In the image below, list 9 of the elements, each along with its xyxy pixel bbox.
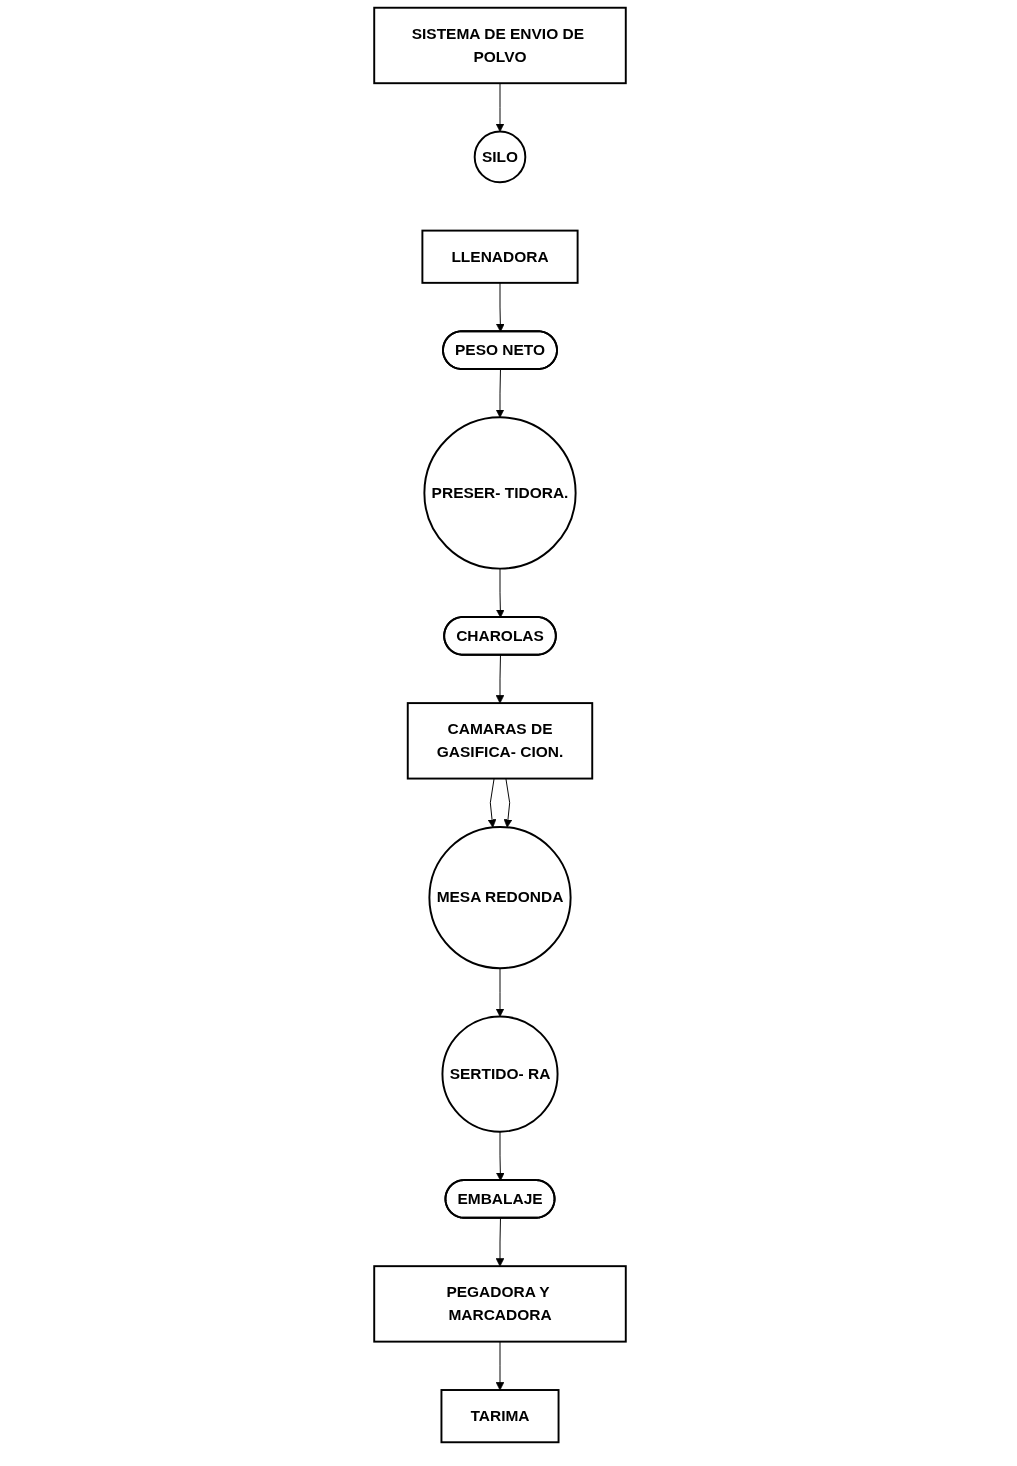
node-circle: PRESER- TIDORA. xyxy=(423,416,577,570)
node-box: SISTEMA DE ENVIO DE POLVO xyxy=(373,6,627,85)
node-box: PEGADORA Y MARCADORA xyxy=(373,1265,627,1343)
node-circle: SERTIDO- RA xyxy=(441,1015,559,1133)
node-box: TARIMA xyxy=(440,1389,560,1444)
node-box: CAMARAS DE GASIFICA- CION. xyxy=(406,702,594,780)
node-circle: MESA REDONDA xyxy=(428,825,572,970)
node-box: LLENADORA xyxy=(421,229,579,284)
node-circle: SILO xyxy=(473,130,527,184)
